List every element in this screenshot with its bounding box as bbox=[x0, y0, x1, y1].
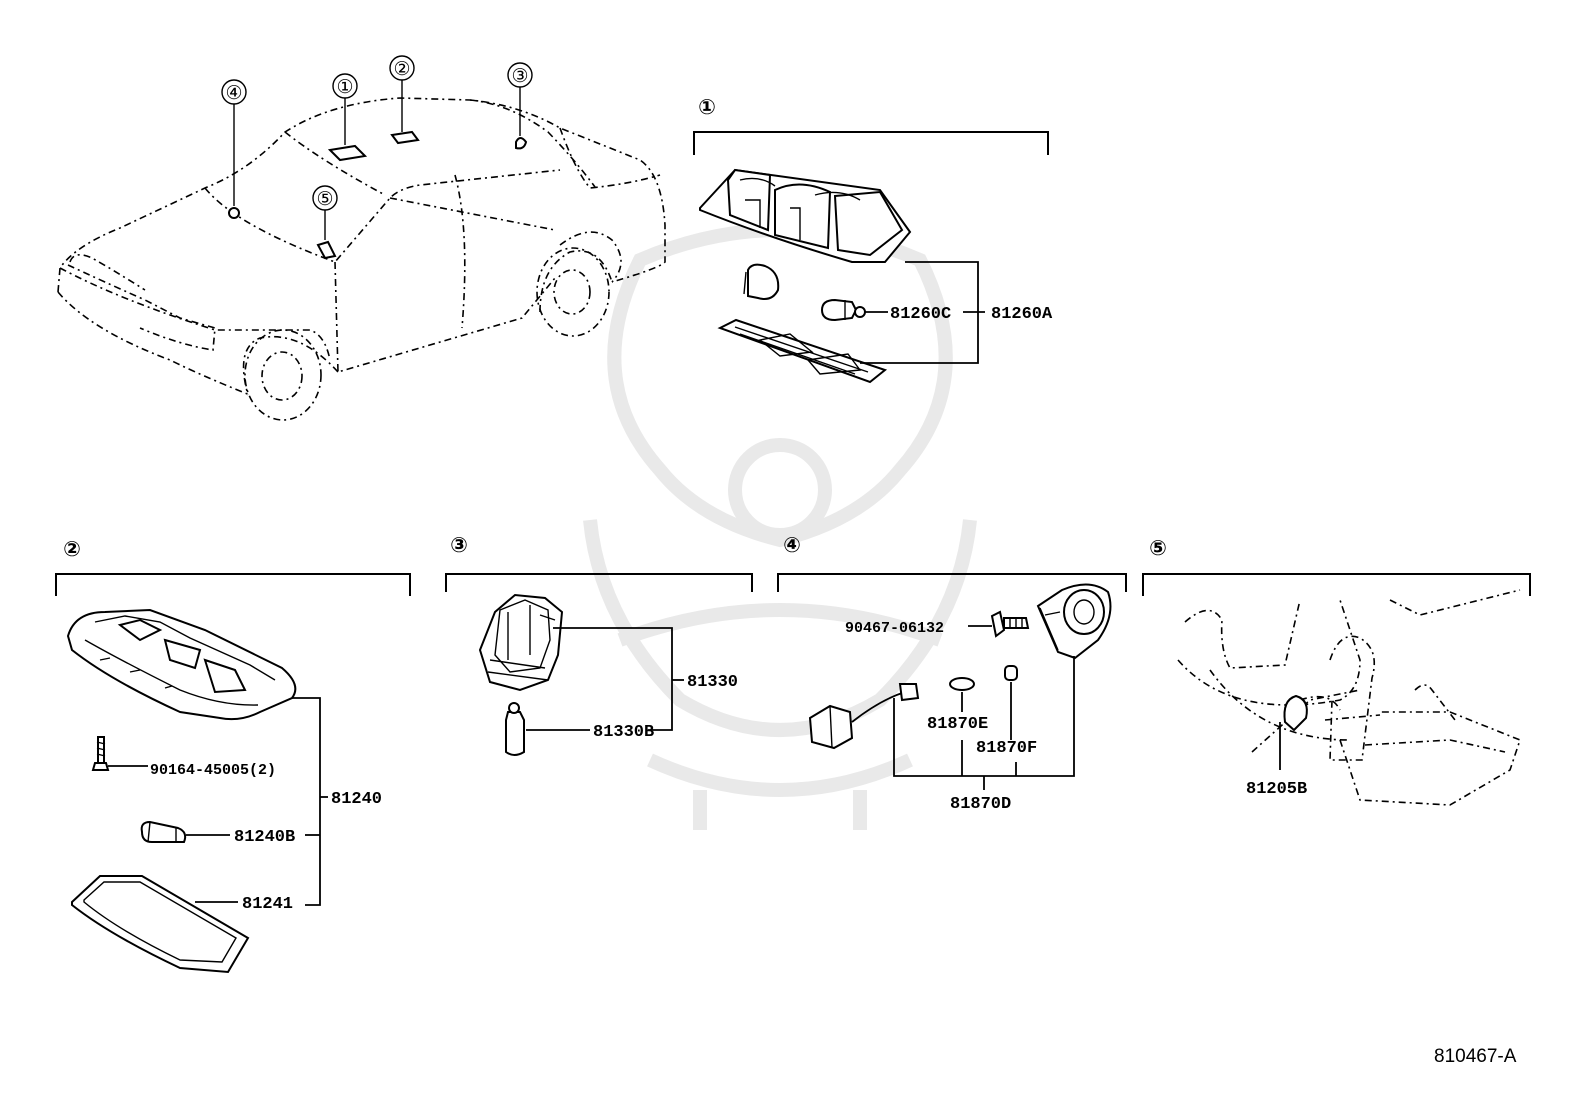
car-callouts: ④ ① ② ③ ⑤ bbox=[221, 55, 533, 240]
section-3-marker: ③ bbox=[450, 533, 468, 557]
callout-5: ⑤ bbox=[316, 188, 333, 210]
figure-id: 810467-A bbox=[1434, 1046, 1517, 1067]
section-5: ⑤ 81205B bbox=[1142, 536, 1531, 806]
section-2: ② 90164-45005(2) 81240B 81241 81240 bbox=[55, 537, 411, 974]
callout-3: ③ bbox=[511, 65, 528, 87]
car-outline bbox=[57, 97, 666, 421]
dome-lamp-lens bbox=[71, 875, 250, 974]
section-4-bracket bbox=[777, 573, 1127, 592]
part-81870f: 81870F bbox=[976, 739, 1037, 758]
part-81870d: 81870D bbox=[950, 795, 1011, 814]
callout-4: ④ bbox=[225, 82, 242, 104]
callout-1: ① bbox=[336, 76, 353, 98]
part-90467-06132: 90467-06132 bbox=[845, 620, 944, 637]
bulb-81260c bbox=[820, 298, 858, 322]
part-81241: 81241 bbox=[242, 895, 293, 914]
section-2-marker: ② bbox=[63, 537, 81, 561]
callout-2: ② bbox=[393, 58, 410, 80]
part-81330b: 81330B bbox=[593, 723, 654, 742]
ashtray-lamp-81205b bbox=[1283, 694, 1308, 732]
section-5-marker: ⑤ bbox=[1149, 536, 1167, 560]
section-5-bracket bbox=[1142, 573, 1531, 596]
screw-90467 bbox=[990, 610, 1006, 638]
section-4: ④ 90467-06132 81870E 81870F 81870D bbox=[777, 533, 1127, 814]
part-81260a: 81260A bbox=[991, 305, 1053, 324]
part-81240: 81240 bbox=[331, 790, 382, 809]
section-2-bracket bbox=[55, 573, 411, 596]
part-81260c: 81260C bbox=[890, 305, 951, 324]
section-3-bracket bbox=[445, 573, 753, 592]
bulb-81240b bbox=[140, 820, 187, 843]
part-81870e: 81870E bbox=[927, 715, 988, 734]
section-3: ③ 81330 81330B bbox=[445, 533, 753, 756]
bulb-81870e bbox=[949, 677, 975, 691]
screw-90164 bbox=[91, 736, 110, 771]
bulb-left bbox=[747, 263, 780, 300]
part-81330: 81330 bbox=[687, 673, 738, 692]
section-1-bracket bbox=[693, 131, 1049, 155]
part-81205b: 81205B bbox=[1246, 780, 1307, 799]
map-lamp-lens bbox=[717, 318, 888, 384]
part-90164-45005: 90164-45005(2) bbox=[150, 762, 276, 779]
section-1-marker: ① bbox=[698, 95, 716, 119]
courtesy-lamp-81330 bbox=[478, 593, 564, 692]
bulb-81330b bbox=[505, 711, 525, 756]
bulb-81870f bbox=[1004, 665, 1018, 681]
section-1: ① 81260C 81260A bbox=[693, 95, 1053, 384]
section-4-marker: ④ bbox=[783, 533, 801, 557]
watermark-emblem bbox=[583, 223, 977, 830]
part-81240b: 81240B bbox=[234, 828, 295, 847]
